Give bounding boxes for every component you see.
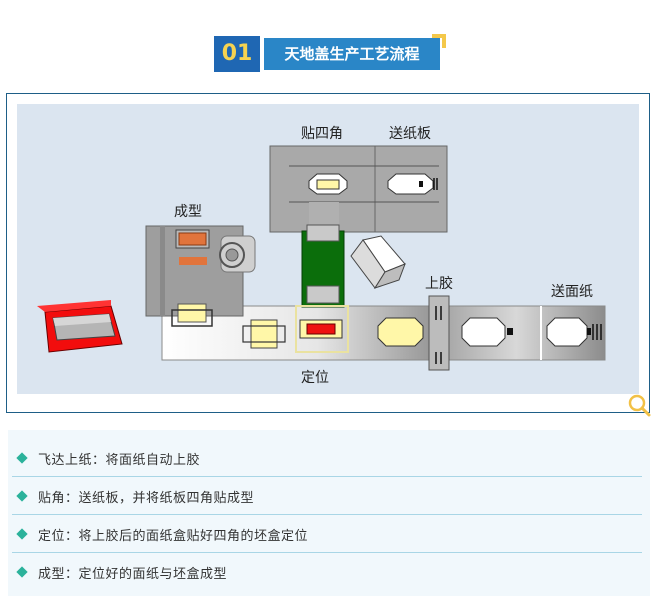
section-number: 01	[214, 36, 260, 72]
corner-paste-machine	[269, 145, 448, 233]
corner-accent-icon	[432, 34, 446, 48]
forming-machine	[145, 225, 256, 327]
diamond-icon	[16, 566, 28, 578]
step-label: 定位：将上胶后的面纸盒贴好四角的坯盒定位	[38, 529, 309, 544]
page-title: 天地盖生产工艺流程	[264, 38, 440, 70]
process-steps: 飞达上纸：将面纸自动上胶 贴角：送纸板，并将纸板四角贴成型 定位：将上胶后的面纸…	[8, 430, 650, 596]
belt-items	[242, 305, 602, 360]
positioning-column	[301, 224, 345, 308]
process-diagram-svg: 贴四角 送纸板 成型 上胶 送面纸 定位	[17, 104, 639, 394]
label-board-feed: 送纸板	[389, 126, 431, 142]
glue-roller	[428, 295, 450, 371]
label-corner-paste: 贴四角	[301, 126, 343, 142]
floating-tray	[350, 235, 406, 289]
step-item: 成型：定位好的面纸与坯盒成型	[12, 552, 642, 590]
label-forming: 成型	[174, 204, 202, 220]
label-gluing: 上胶	[425, 275, 453, 292]
diamond-icon	[16, 490, 28, 502]
step-item: 定位：将上胶后的面纸盒贴好四角的坯盒定位	[12, 514, 642, 553]
process-diagram: 贴四角 送纸板 成型 上胶 送面纸 定位	[6, 93, 650, 413]
step-item: 贴角：送纸板，并将纸板四角贴成型	[12, 476, 642, 515]
diamond-icon	[16, 528, 28, 540]
step-label: 飞达上纸：将面纸自动上胶	[38, 453, 201, 468]
step-label: 成型：定位好的面纸与坯盒成型	[38, 567, 228, 582]
step-label: 贴角：送纸板，并将纸板四角贴成型	[38, 491, 255, 506]
red-box	[37, 300, 123, 353]
magnifier-icon[interactable]	[626, 392, 652, 418]
step-item: 飞达上纸：将面纸自动上胶	[12, 438, 642, 477]
label-face-paper-feed: 送面纸	[551, 284, 593, 300]
diamond-icon	[16, 452, 28, 464]
label-positioning: 定位	[301, 370, 329, 386]
